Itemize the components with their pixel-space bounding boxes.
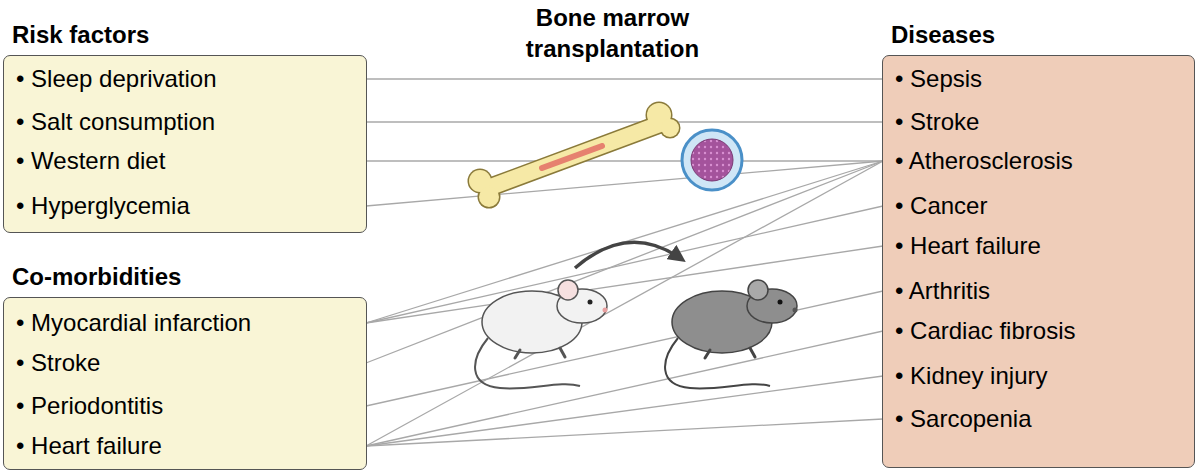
list-item: • Cancer [883,188,1194,224]
association-line [366,161,883,206]
association-line [366,206,883,323]
figure-title: Bone marrow transplantation [490,2,735,64]
stem-cell [682,130,742,190]
list-item: • Arthritis [883,273,1194,309]
item-text: • Heart failure [883,228,1194,264]
list-item: • Western diet [4,143,366,179]
item-text: • Kidney injury [883,358,1194,394]
item-text: • Atherosclerosis [883,143,1194,179]
list-item: • Myocardial infarction [4,305,366,341]
item-text: • Sepsis [883,61,1194,97]
association-line [366,161,883,363]
item-text: • Western diet [4,143,366,179]
item-text: • Myocardial infarction [4,305,366,341]
category-panel: Diseases• Sepsis• Stroke• Atherosclerosi… [882,55,1195,468]
association-line [366,161,883,446]
list-item: • Salt consumption [4,104,366,140]
panel-heading: Risk factors [12,20,149,50]
list-item: • Periodontitis [4,388,366,424]
transfer-arrow [575,242,680,268]
list-item: • Hyperglycemia [4,188,366,224]
category-panel: Risk factors• Sleep deprivation• Salt co… [3,55,367,233]
item-text: • Cardiac fibrosis [883,313,1194,349]
item-text: • Cancer [883,188,1194,224]
item-text: • Heart failure [4,428,366,464]
association-line [366,78,883,79]
association-line [366,376,883,446]
list-item: • Atherosclerosis [883,143,1194,179]
bone [468,102,681,209]
category-panel: Co-morbidities• Myocardial infarction• S… [3,297,367,470]
association-line [366,160,883,161]
list-item: • Kidney injury [883,358,1194,394]
list-item: • Stroke [4,345,366,381]
recipient-mouse [665,280,797,389]
list-item: • Heart failure [4,428,366,464]
list-item: • Sarcopenia [883,401,1194,437]
item-text: • Arthritis [883,273,1194,309]
list-item: • Sepsis [883,61,1194,97]
item-text: • Sleep deprivation [4,61,366,97]
list-item: • Heart failure [883,228,1194,264]
item-text: • Salt consumption [4,104,366,140]
association-line [366,121,883,122]
item-text: • Stroke [4,345,366,381]
list-item: • Cardiac fibrosis [883,313,1194,349]
list-item: • Stroke [883,104,1194,140]
donor-mouse [475,280,607,389]
list-item: • Sleep deprivation [4,61,366,97]
association-line [366,419,883,446]
association-line [366,161,883,323]
panel-heading: Diseases [891,20,995,50]
item-text: • Sarcopenia [883,401,1194,437]
association-line [366,331,883,446]
association-line [366,246,883,323]
item-text: • Stroke [883,104,1194,140]
item-text: • Hyperglycemia [4,188,366,224]
panel-heading: Co-morbidities [12,262,181,292]
item-text: • Periodontitis [4,388,366,424]
